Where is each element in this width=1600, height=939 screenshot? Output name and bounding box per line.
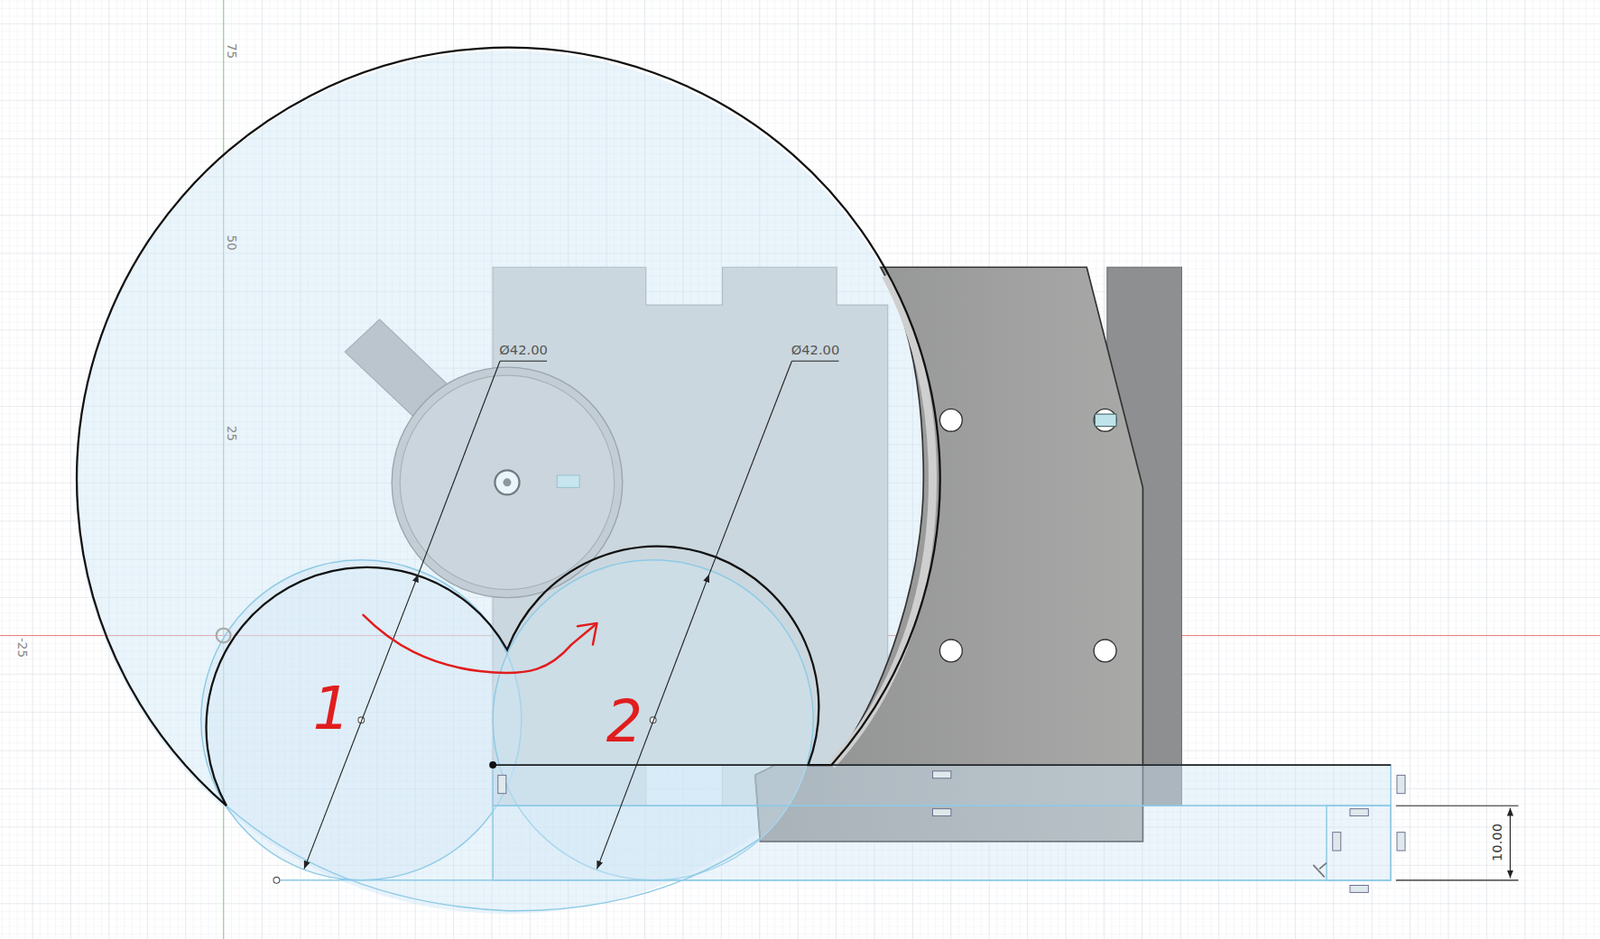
bolt-hole (939, 408, 962, 432)
diameter-dimensions (304, 360, 840, 870)
profile-line (492, 764, 1391, 767)
origin-mark (216, 628, 232, 644)
sketch-line (276, 879, 1391, 881)
sketch-band (492, 765, 1391, 806)
sketch-point (273, 877, 280, 884)
axis-tick-label: 75 (225, 43, 239, 59)
sketch-point (489, 761, 497, 769)
hand-arrow (363, 615, 597, 674)
dimension-text: Ø42.00 (791, 342, 841, 357)
sketch-profile (76, 47, 941, 807)
constraint-icons (498, 771, 1406, 894)
bolt-hole (1093, 639, 1117, 663)
axis-tick-label: 25 (225, 425, 239, 442)
bolt-hole (939, 639, 962, 663)
bracket (755, 267, 1144, 842)
linear-dimension (1396, 805, 1519, 881)
sketch-rect (1326, 805, 1391, 881)
constraint-icon (1094, 414, 1117, 427)
bolt-hole (1093, 408, 1117, 432)
sketch-band (492, 805, 1391, 881)
bracket-slot (832, 275, 934, 766)
callout-number: 1 (313, 679, 352, 740)
axis-tick-label: 50 (225, 234, 239, 250)
dimension-text: 10.00 (1489, 823, 1504, 862)
hand-arrowhead (577, 623, 597, 646)
sketch-arc (226, 805, 760, 912)
perpendicular-icon (1313, 863, 1327, 879)
axis-tick-label: -25 (16, 638, 29, 658)
dimension-text: Ø42.00 (499, 342, 548, 357)
callout-number: 2 (606, 693, 643, 751)
